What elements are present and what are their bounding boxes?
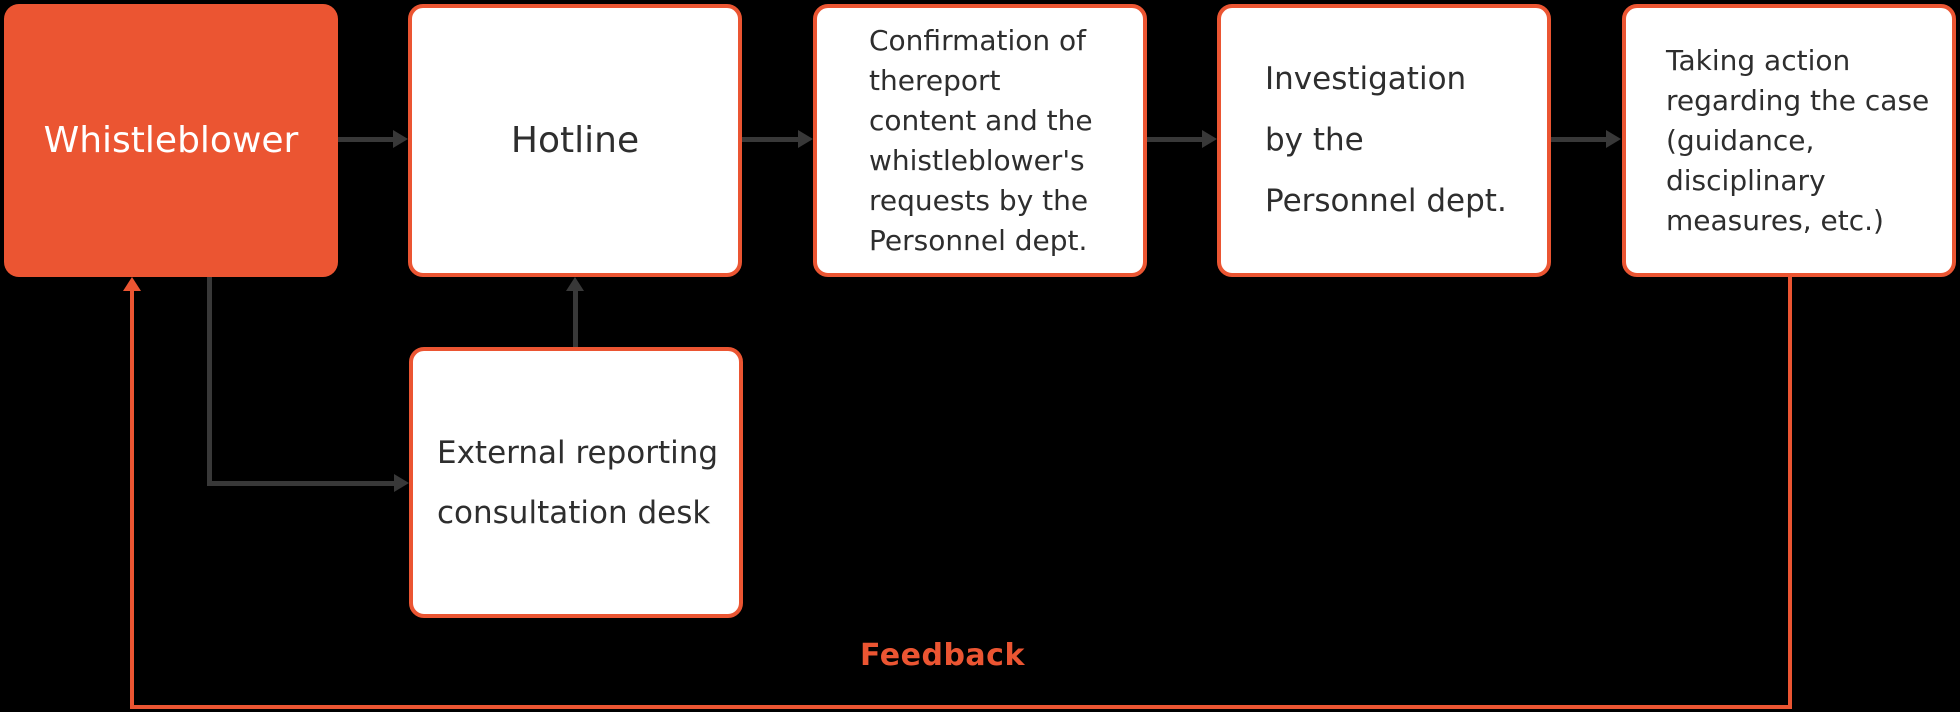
arrow-hotline-to-confirmation-head-icon	[798, 130, 813, 148]
node-whistleblower: Whistleblower	[4, 4, 338, 277]
feedback-line-bottom-horizontal	[130, 705, 1792, 709]
node-taking-action: Taking action regarding the case (guidan…	[1622, 4, 1956, 277]
connector-whistleblower-to-external-vertical	[207, 277, 212, 486]
node-whistleblower-label: Whistleblower	[43, 120, 299, 161]
feedback-arrow-head-icon	[123, 277, 141, 291]
arrow-confirmation-to-investigation	[1147, 137, 1204, 142]
node-taking-action-label: Taking action regarding the case (guidan…	[1666, 43, 1930, 237]
node-investigation: Investigation by the Personnel dept.	[1217, 4, 1551, 277]
node-confirmation-label: Confirmation of thereport content and th…	[869, 23, 1093, 257]
feedback-label: Feedback	[860, 638, 1025, 673]
feedback-line-left-vertical	[130, 290, 134, 707]
arrow-external-to-hotline-head-icon	[566, 277, 584, 291]
feedback-line-right-vertical	[1788, 277, 1792, 709]
connector-whistleblower-to-external-horizontal	[207, 481, 395, 486]
arrow-investigation-to-action	[1551, 137, 1608, 142]
arrow-confirmation-to-investigation-head-icon	[1202, 130, 1217, 148]
node-investigation-label: Investigation by the Personnel dept.	[1265, 61, 1507, 219]
node-hotline: Hotline	[408, 4, 742, 277]
arrow-hotline-to-confirmation	[742, 137, 799, 142]
arrow-whistleblower-to-hotline	[338, 137, 395, 142]
arrow-investigation-to-action-head-icon	[1606, 130, 1621, 148]
arrow-external-to-hotline	[573, 290, 578, 347]
node-external-desk-label: External reporting consultation desk	[437, 434, 719, 531]
arrow-whistleblower-to-hotline-head-icon	[393, 130, 408, 148]
connector-whistleblower-to-external-head-icon	[394, 474, 409, 492]
node-external-desk: External reporting consultation desk	[409, 347, 743, 618]
node-confirmation: Confirmation of thereport content and th…	[813, 4, 1147, 277]
node-hotline-label: Hotline	[510, 120, 640, 161]
